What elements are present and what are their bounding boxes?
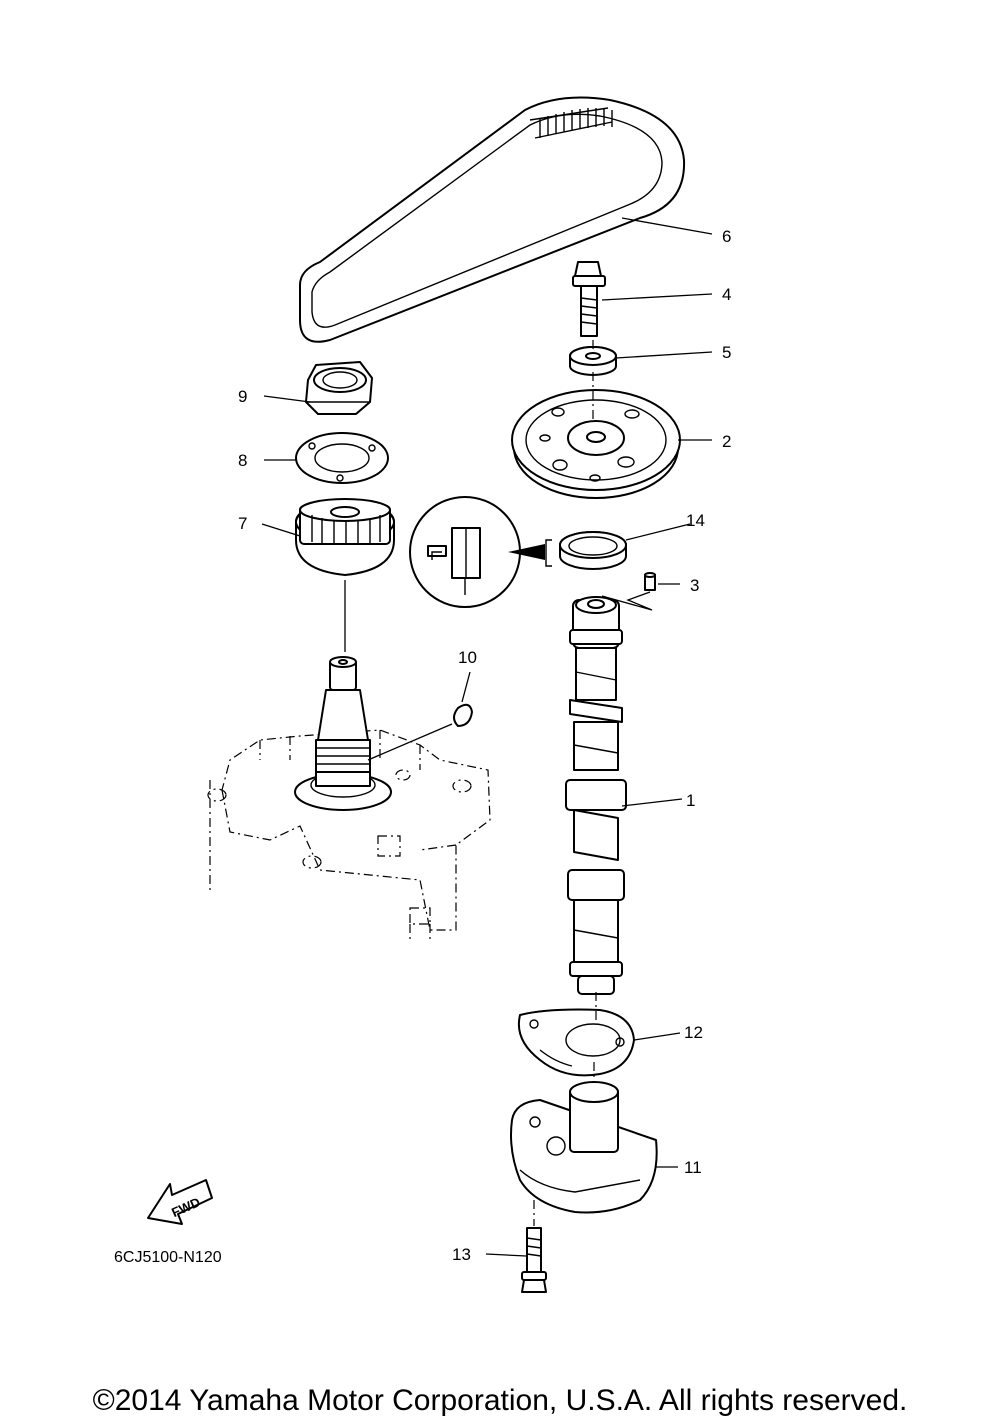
camshaft	[565, 596, 627, 995]
label-part-7: 7	[238, 514, 247, 533]
label-part-8: 8	[238, 451, 247, 470]
camshaft-sprocket	[511, 389, 681, 499]
assembly-centerlines	[533, 340, 597, 1226]
oil-pump	[510, 1081, 658, 1214]
drive-sprocket	[295, 498, 395, 576]
oil-pump-gasket	[518, 1008, 635, 1077]
label-part-2: 2	[722, 432, 731, 451]
label-part-5: 5	[722, 343, 731, 362]
diagram-code: 6CJ5100-N120	[114, 1249, 222, 1266]
sprocket-bolt	[572, 261, 606, 337]
dowel-pin	[644, 572, 656, 591]
copyright-notice: ©2014 Yamaha Motor Corporation, U.S.A. A…	[93, 1384, 908, 1417]
crankshaft-nut	[305, 361, 373, 415]
label-part-12: 12	[684, 1023, 703, 1042]
part-labels: 1 2 3 4 5 6 7 8 9 10 11 12 13 14	[238, 227, 731, 1264]
label-part-13: 13	[452, 1245, 471, 1264]
forward-direction-arrow: FWD	[147, 1179, 213, 1225]
woodruff-key	[453, 703, 473, 727]
label-part-3: 3	[690, 576, 699, 595]
washer	[569, 346, 617, 376]
seal-detail-callout	[409, 496, 552, 608]
oil-seal	[559, 531, 627, 570]
timing-belt	[299, 96, 686, 343]
label-part-9: 9	[238, 387, 247, 406]
label-part-6: 6	[722, 227, 731, 246]
crankshaft-plate	[295, 432, 389, 484]
label-part-10: 10	[458, 648, 477, 667]
label-part-14: 14	[686, 511, 705, 530]
label-part-1: 1	[686, 791, 695, 810]
pump-bolt	[521, 1227, 547, 1293]
crankshaft-and-block	[207, 656, 491, 942]
label-part-4: 4	[722, 285, 731, 304]
label-part-11: 11	[684, 1158, 702, 1177]
callout-leaders	[261, 217, 713, 1257]
